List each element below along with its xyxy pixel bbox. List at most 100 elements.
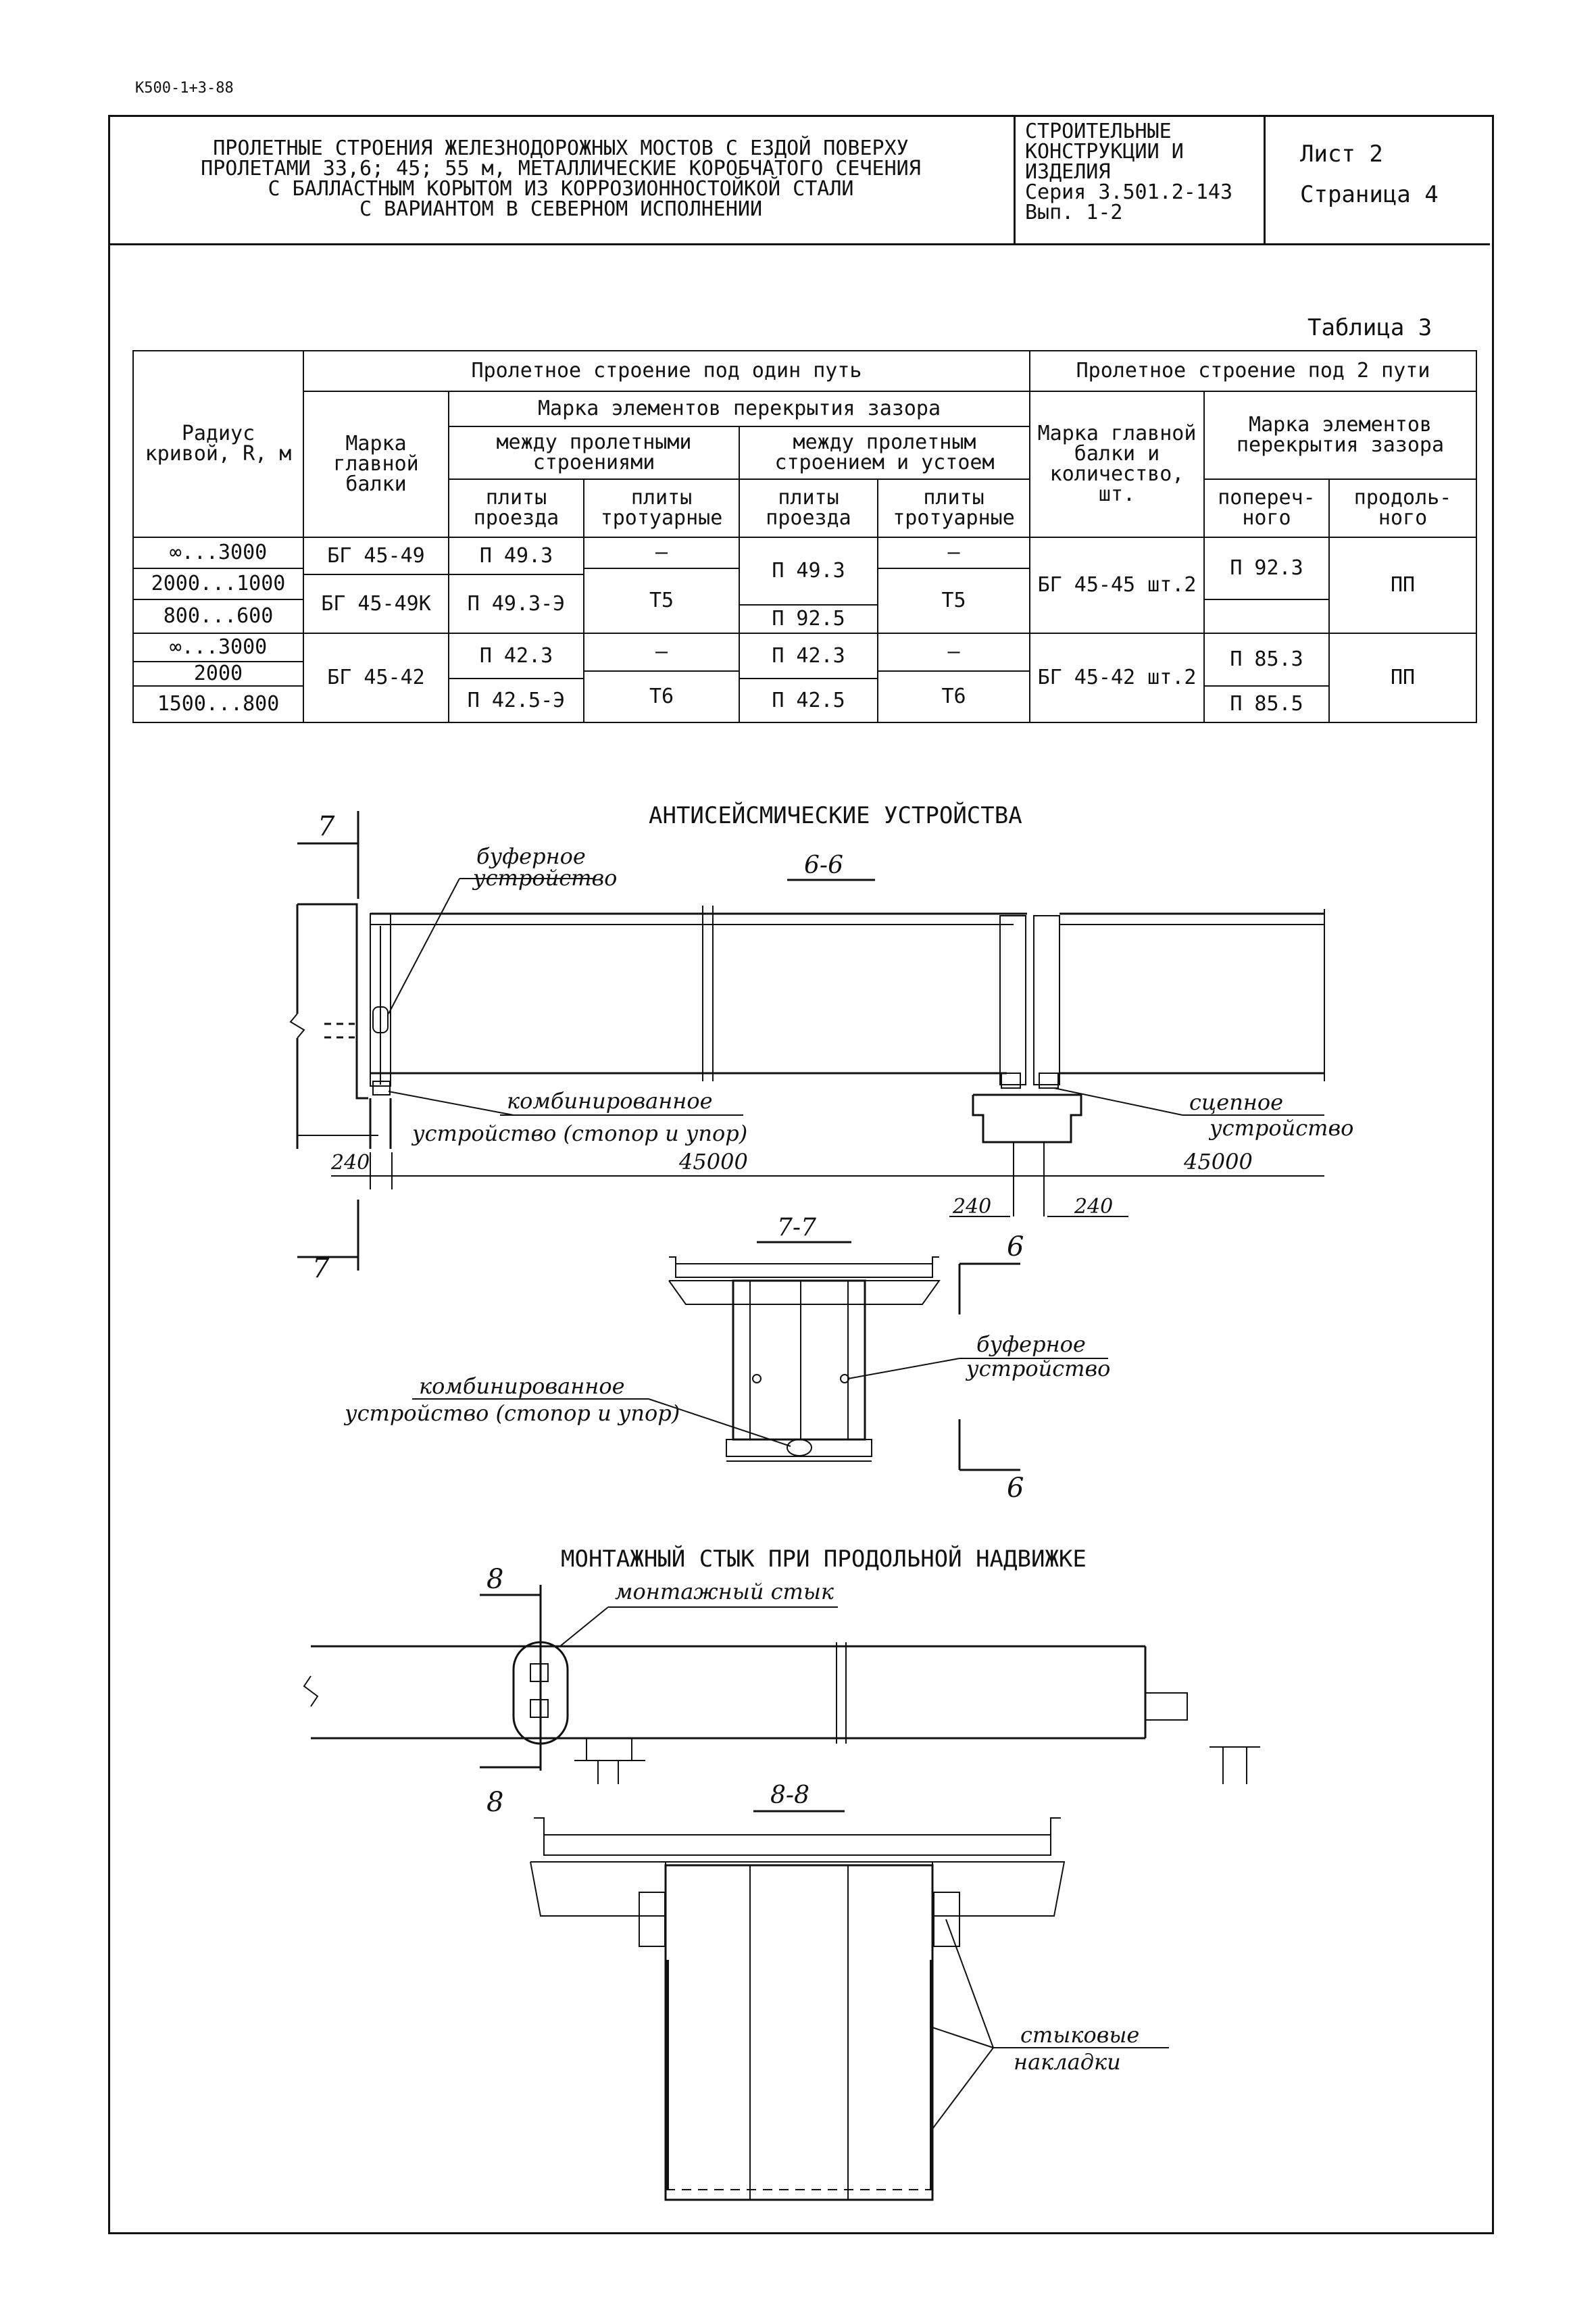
stopper-7-7 (787, 1439, 812, 1456)
cell-dash-3: – (583, 633, 740, 672)
leader-splice-2 (932, 2027, 994, 2048)
label-coupling-b: устройство (1208, 1115, 1353, 1141)
deck-slab-8-8 (534, 1817, 1061, 1856)
col-radius: Радиус кривой, R, м (132, 350, 304, 538)
label-combined-1a: комбинированное (507, 1088, 713, 1114)
leader-splice-3 (932, 2047, 994, 2130)
label-coupling-a: сцепное (1189, 1089, 1283, 1115)
series-line-5: Вып. 1-2 (1025, 201, 1123, 224)
label-combined-2a: комбинированное (419, 1373, 625, 1399)
cell-p493: П 49.3 (448, 537, 584, 575)
cell-bg4549k: БГ 45-49К (303, 574, 449, 634)
col-gap-elements-2: Марка элементов перекрытия зазора (1203, 391, 1478, 480)
label-section-7-7: 7-7 (777, 1214, 816, 1241)
col-slab-road: плиты проезда (448, 478, 584, 538)
cell-pp-2: ПП (1328, 633, 1478, 723)
splice-plate-right-top (933, 1892, 960, 1947)
cell-radius-3: 800...600 (132, 599, 304, 634)
dim-240-c: 240 (1074, 1195, 1113, 1218)
cell-p923: П 92.3 (1203, 537, 1330, 600)
end-diaphragm-3 (1033, 915, 1060, 1085)
sheet-number: Лист 2 (1300, 141, 1383, 168)
cell-p423b: П 42.3 (739, 633, 878, 679)
break-mark-montage (303, 1675, 319, 1707)
col-between-spans: между пролетными строениями (448, 426, 740, 480)
title-line-2: ПРОЛЕТАМИ 33,6; 45; 55 м, МЕТАЛЛИЧЕСКИЕ … (201, 157, 921, 180)
coupling-device-2 (1039, 1073, 1059, 1089)
dim-240-b: 240 (952, 1195, 991, 1218)
dim-45000-a: 45000 (678, 1149, 748, 1175)
title-line-1: ПРОЛЕТНЫЕ СТРОЕНИЯ ЖЕЛЕЗНОДОРОЖНЫХ МОСТО… (213, 137, 909, 160)
buffer-bolt-left (752, 1374, 762, 1383)
combined-device-1 (372, 1081, 391, 1096)
sheet-frame (108, 115, 1494, 2234)
cell-bg4545: БГ 45-45 шт.2 (1029, 537, 1205, 634)
cell-p493e: П 49.3-Э (448, 574, 584, 634)
col-transverse: попереч-ного (1203, 478, 1330, 538)
page-number: Страница 4 (1300, 181, 1439, 208)
cut-7-label-top: 7 (318, 811, 335, 842)
ballast-trough-7-7 (668, 1280, 941, 1305)
cut-6-label-top: 6 (1007, 1231, 1024, 1262)
label-buffer-1a: буферное (476, 843, 586, 869)
cell-p493b: П 49.3 (739, 537, 878, 606)
cell-t5a: Т5 (583, 568, 740, 634)
pier-cap (972, 1093, 1082, 1143)
series-line-2: КОНСТРУКЦИИ И (1025, 140, 1184, 164)
cell-t6a: Т6 (583, 670, 740, 723)
leader-buffer-2 (847, 1358, 960, 1379)
splice-plate-left-top (639, 1892, 666, 1947)
series-line-3: ИЗДЕЛИЯ (1025, 160, 1111, 184)
break-mark-left (289, 1013, 305, 1039)
cell-t5b: Т5 (877, 568, 1030, 634)
cell-p425e: П 42.5-Э (448, 678, 584, 723)
document-stamp: К500-1+3-88 (135, 80, 234, 97)
col-slab-walk: плиты тротуарные (583, 478, 740, 538)
title-block: ПРОЛЕТНЫЕ СТРОЕНИЯ ЖЕЛЕЗНОДОРОЖНЫХ МОСТО… (108, 115, 1490, 245)
leader-combined (388, 1091, 514, 1116)
col-one-track: Пролетное строение под один путь (303, 350, 1030, 392)
cell-radius-6: 1500...800 (132, 685, 304, 723)
leader-joint (560, 1606, 609, 1646)
buffer-device-1 (372, 1006, 389, 1033)
label-buffer-2a: буферное (976, 1331, 1086, 1357)
leader-coupling (1053, 1087, 1183, 1116)
cell-pp-1: ПП (1328, 537, 1478, 634)
title-line-4: С ВАРИАНТОМ В СЕВЕРНОМ ИСПОЛНЕНИИ (359, 197, 763, 221)
col-longitudinal: продоль-ного (1328, 478, 1478, 538)
label-combined-1b: устройство (стопор и упор) (411, 1121, 747, 1146)
dim-240-a: 240 (330, 1151, 370, 1175)
cell-p855: П 85.5 (1203, 685, 1330, 723)
label-splice-a: стыковые (1020, 2022, 1139, 2048)
bearing-block-7-7 (726, 1439, 872, 1457)
leader-buffer (388, 878, 460, 1014)
cut-7-label-bottom: 7 (312, 1253, 330, 1284)
col-span-abutment: между пролетным строением и устоем (739, 426, 1030, 480)
cell-radius-5: 2000 (132, 661, 304, 687)
joint-plate-top (530, 1663, 549, 1682)
series-block: СТРОИТЕЛЬНЫЕ КОНСТРУКЦИИ И ИЗДЕЛИЯ Серия… (1016, 115, 1266, 243)
sheet-number-block: Лист 2 Страница 4 (1268, 115, 1490, 243)
launching-nose (1145, 1692, 1188, 1721)
cut-8-label-top: 8 (487, 1564, 503, 1595)
label-section-8-8: 8-8 (770, 1781, 809, 1809)
cell-bg4542b: БГ 45-42 шт.2 (1029, 633, 1205, 723)
cell-dash-2: – (877, 537, 1030, 569)
series-line-4: Серия 3.501.2-143 (1025, 180, 1233, 204)
cell-p925: П 92.5 (739, 604, 878, 634)
label-splice-b: накладки (1014, 2049, 1121, 2075)
label-buffer-2b: устройство (965, 1356, 1110, 1381)
title-montage-joint: МОНТАЖНЫЙ СТЫК ПРИ ПРОДОЛЬНОЙ НАДВИЖКЕ (561, 1545, 1087, 1573)
cell-dash-1: – (583, 537, 740, 569)
leader-splice-1 (945, 1919, 994, 2048)
label-combined-2b: устройство (стопор и упор) (343, 1400, 680, 1426)
box-girder-8-8 (664, 1864, 934, 2201)
series-line-1: СТРОИТЕЛЬНЫЕ (1025, 120, 1172, 143)
col-main-beam-qty: Марка главной балки и количество, шт. (1029, 391, 1205, 538)
deck-slab-7-7 (669, 1256, 939, 1278)
title-antiseismic: АНТИСЕЙСМИЧЕСКИЕ УСТРОЙСТВА (649, 802, 1022, 829)
col-two-track: Пролетное строение под 2 пути (1028, 350, 1478, 392)
cell-bg4549: БГ 45-49 (303, 537, 449, 575)
cell-radius-1: ∞...3000 (132, 537, 304, 569)
